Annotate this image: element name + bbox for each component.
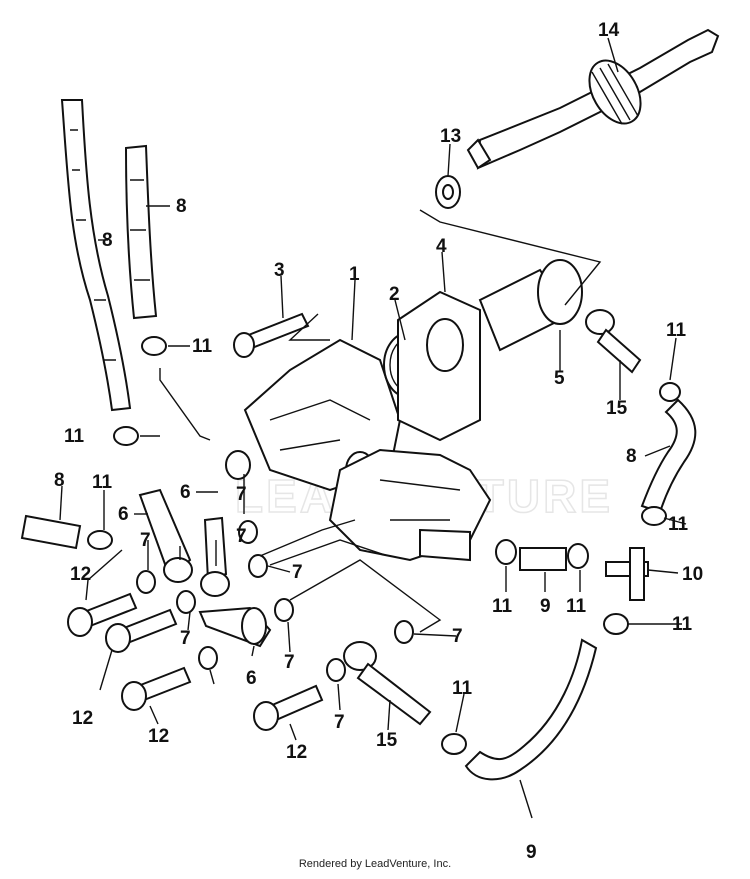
callout-11: 11	[672, 614, 693, 635]
part-15-banjo-lower	[343, 641, 432, 726]
part-8-hose-left	[60, 99, 132, 412]
callout-9: 9	[526, 842, 537, 863]
part-8-hose-short	[20, 514, 82, 550]
callout-7: 7	[236, 526, 247, 547]
callout-8: 8	[626, 446, 637, 467]
part-7-washers	[136, 520, 414, 682]
part-3-bolt	[233, 312, 310, 358]
callout-6: 6	[118, 504, 129, 525]
callout-7: 7	[334, 712, 345, 733]
callout-3: 3	[274, 260, 285, 281]
callout-11: 11	[64, 426, 85, 447]
callout-labels: 14 13 8 8 4 3 1 2 11 11 5 15 11 8 6 7 8 …	[54, 20, 703, 863]
callout-11: 11	[668, 514, 689, 535]
callout-9: 9	[540, 596, 551, 617]
part-4-flange-housing	[397, 268, 561, 442]
callout-10: 10	[682, 564, 703, 585]
callout-7: 7	[284, 652, 295, 673]
callout-4: 4	[436, 236, 447, 257]
part-5-o-ring	[537, 259, 583, 325]
callout-8: 8	[102, 230, 113, 251]
callout-7: 7	[140, 530, 151, 551]
part-8-hose-right	[640, 398, 697, 514]
callout-7: 7	[452, 626, 463, 647]
callout-2: 2	[389, 284, 400, 305]
part-6-banjo-mid	[200, 516, 230, 597]
callout-8: 8	[54, 470, 65, 491]
callout-7: 7	[292, 562, 303, 583]
callout-6: 6	[180, 482, 191, 503]
callout-15: 15	[606, 398, 628, 419]
part-10-t-joint	[605, 547, 649, 601]
leader-lines	[59, 37, 687, 819]
callout-7: 7	[236, 484, 247, 505]
callout-11: 11	[92, 472, 113, 493]
callout-8: 8	[176, 196, 187, 217]
callout-11: 11	[452, 678, 473, 699]
callout-14: 14	[598, 20, 620, 41]
callout-13: 13	[440, 126, 461, 147]
callout-12: 12	[148, 726, 169, 747]
callout-11: 11	[192, 336, 213, 357]
part-15-banjo-upper	[585, 309, 642, 374]
callout-5: 5	[554, 368, 565, 389]
callout-11: 11	[666, 320, 687, 341]
part-11-clips	[87, 336, 681, 755]
part-oil-pump-cover	[328, 448, 492, 562]
callout-11: 11	[492, 596, 513, 617]
render-credit: Rendered by LeadVenture, Inc.	[298, 858, 452, 870]
part-8-hose-upper	[124, 144, 158, 320]
part-9-hose-center	[519, 547, 567, 571]
callout-1: 1	[349, 264, 360, 285]
callout-11: 11	[566, 596, 587, 617]
part-12-bolts	[67, 592, 324, 731]
callout-15: 15	[376, 730, 398, 751]
part-6-banjo-left	[138, 488, 193, 583]
callout-6: 6	[246, 668, 257, 689]
callout-12: 12	[70, 564, 91, 585]
callout-12: 12	[286, 742, 307, 763]
part-9-hose-bottom	[464, 638, 598, 781]
part-14-drive-shaft	[466, 28, 720, 170]
callout-7: 7	[180, 628, 191, 649]
part-13-washer	[435, 175, 461, 209]
callout-12: 12	[72, 708, 93, 729]
part-6-banjo-lower	[198, 606, 272, 648]
